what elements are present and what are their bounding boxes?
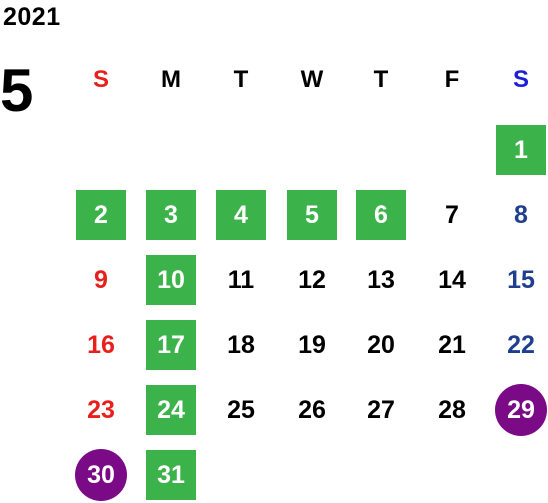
day-cell-17[interactable]: 17 [141, 319, 201, 371]
day-cell-15[interactable]: 15 [491, 254, 548, 306]
day-number: 22 [507, 330, 535, 359]
day-number: 30 [75, 449, 127, 501]
day-number: 27 [367, 395, 395, 424]
day-number: 8 [514, 200, 528, 229]
year-label: 2021 [3, 3, 61, 31]
day-cell-7[interactable]: 7 [422, 189, 482, 241]
day-cell-28[interactable]: 28 [422, 384, 482, 436]
day-number: 16 [87, 330, 115, 359]
weekday-header-sun: S [92, 66, 109, 93]
day-cell-4[interactable]: 4 [211, 189, 271, 241]
day-cell-20[interactable]: 20 [351, 319, 411, 371]
day-number: 1 [496, 125, 546, 175]
day-cell-19[interactable]: 19 [282, 319, 342, 371]
day-cell-22[interactable]: 22 [491, 319, 548, 371]
day-number: 19 [298, 330, 326, 359]
day-cell-26[interactable]: 26 [282, 384, 342, 436]
day-cell-25[interactable]: 25 [211, 384, 271, 436]
day-number: 2 [76, 190, 126, 240]
day-number: 18 [227, 330, 255, 359]
day-number: 5 [287, 190, 337, 240]
day-cell-18[interactable]: 18 [211, 319, 271, 371]
day-number: 15 [507, 265, 535, 294]
day-cell-12[interactable]: 12 [282, 254, 342, 306]
day-number: 6 [356, 190, 406, 240]
day-number: 24 [146, 385, 196, 435]
day-number: 31 [146, 450, 196, 500]
weekday-header-fri: F [444, 66, 460, 93]
day-number: 17 [146, 320, 196, 370]
month-number: 5 [0, 57, 34, 124]
day-cell-29[interactable]: 29 [491, 384, 548, 436]
day-number: 26 [298, 395, 326, 424]
weekday-header-tue: T [233, 66, 249, 93]
day-cell-14[interactable]: 14 [422, 254, 482, 306]
day-number: 4 [216, 190, 266, 240]
day-number: 7 [445, 200, 459, 229]
day-number: 25 [227, 395, 255, 424]
day-number: 29 [495, 384, 547, 436]
day-number: 23 [87, 395, 115, 424]
day-number: 10 [146, 255, 196, 305]
day-cell-23[interactable]: 23 [71, 384, 131, 436]
day-number: 12 [298, 265, 326, 294]
day-number: 13 [367, 265, 395, 294]
day-number: 11 [227, 265, 255, 294]
day-number: 14 [438, 265, 466, 294]
day-cell-30[interactable]: 30 [71, 449, 131, 501]
day-cell-31[interactable]: 31 [141, 449, 201, 501]
day-cell-5[interactable]: 5 [282, 189, 342, 241]
day-cell-16[interactable]: 16 [71, 319, 131, 371]
day-number: 20 [367, 330, 395, 359]
day-cell-6[interactable]: 6 [351, 189, 411, 241]
day-cell-21[interactable]: 21 [422, 319, 482, 371]
day-number: 9 [94, 265, 108, 294]
day-cell-1[interactable]: 1 [491, 124, 548, 176]
weekday-header-wed: W [300, 66, 324, 93]
day-cell-11[interactable]: 11 [211, 254, 271, 306]
day-cell-3[interactable]: 3 [141, 189, 201, 241]
day-cell-27[interactable]: 27 [351, 384, 411, 436]
day-cell-13[interactable]: 13 [351, 254, 411, 306]
day-cell-24[interactable]: 24 [141, 384, 201, 436]
day-cell-9[interactable]: 9 [71, 254, 131, 306]
day-cell-2[interactable]: 2 [71, 189, 131, 241]
weekday-header-thu: T [373, 66, 389, 93]
weekday-header-sat: S [512, 66, 529, 93]
day-cell-10[interactable]: 10 [141, 254, 201, 306]
day-cell-8[interactable]: 8 [491, 189, 548, 241]
weekday-header-mon: M [161, 66, 181, 93]
day-number: 28 [438, 395, 466, 424]
day-number: 3 [146, 190, 196, 240]
day-number: 21 [438, 330, 466, 359]
